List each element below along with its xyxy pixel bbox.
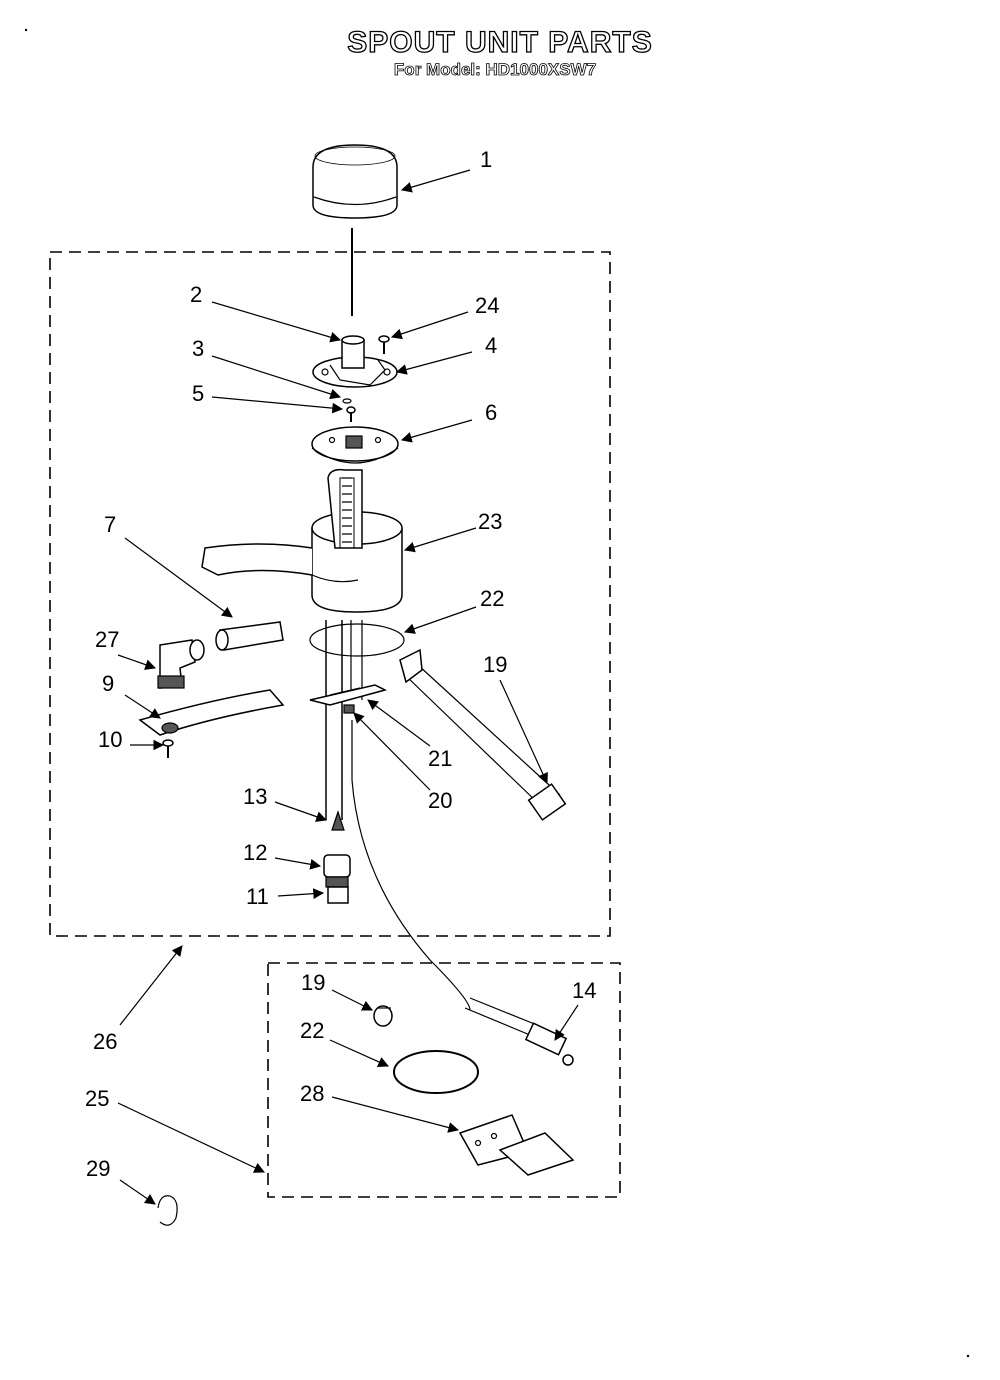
callout-19-kit: 19 [301,970,325,995]
callout-3: 3 [192,336,204,361]
callout-21: 21 [428,746,452,771]
kit-adhesive-pads [458,1114,575,1176]
valve-housing [312,335,398,388]
flexible-hose [399,648,567,821]
callout-labels: 1 2 24 3 4 5 6 7 23 22 27 19 9 10 21 20 … [85,147,596,1181]
spout-body [201,468,403,613]
retaining-nut [343,704,355,714]
leader-arrows [117,169,579,1205]
set-screw [346,406,356,422]
callout-20: 20 [428,788,452,813]
callout-11: 11 [246,884,269,909]
callout-10: 10 [98,727,122,752]
callout-1: 1 [480,147,492,172]
knob-cap [312,144,398,219]
callout-12: 12 [243,840,267,865]
callout-24: 24 [475,293,499,318]
bracket-screw [162,739,174,758]
small-o-ring [342,398,352,404]
page-title: SPOUT UNIT PARTS [347,25,653,59]
parts-kit-boundary [267,962,621,1198]
loose-hose-clamp [157,1195,178,1226]
callout-26: 26 [93,1029,117,1054]
kit-hose-clamp [373,1005,393,1027]
callout-28: 28 [300,1081,324,1106]
mounting-bracket [138,689,285,736]
header: SPOUT UNIT PARTS For Model: HD1000XSW7 [0,25,1000,80]
scan-speck [966,1354,970,1358]
kit-inlet-hose [464,997,574,1066]
callout-22: 22 [480,586,504,611]
callout-5: 5 [192,381,204,406]
elbow-fitting [157,639,205,689]
callout-9: 9 [102,671,114,696]
callout-7: 7 [104,512,116,537]
check-valve [323,854,351,904]
vertical-drain-tube [325,620,471,1011]
large-o-ring [309,623,405,657]
callout-14: 14 [572,978,596,1003]
callout-13: 13 [243,784,267,809]
kit-o-ring [393,1050,479,1094]
clip-bracket [309,684,388,706]
scan-speck [24,28,28,32]
spout-assembly-boundary [49,251,611,937]
callout-4: 4 [485,333,497,358]
callout-25: 25 [85,1086,109,1111]
mounting-plate [311,426,399,464]
callout-6: 6 [485,400,497,425]
callout-2: 2 [190,282,202,307]
mounting-screw [378,335,390,354]
strainer [331,810,345,831]
model-subtitle: For Model: HD1000XSW7 [393,60,597,80]
callout-23: 23 [478,509,502,534]
callout-27: 27 [95,627,119,652]
callout-29: 29 [86,1156,110,1181]
spout-tube [215,621,284,651]
callout-22-kit: 22 [300,1018,324,1043]
callout-19: 19 [483,652,507,677]
